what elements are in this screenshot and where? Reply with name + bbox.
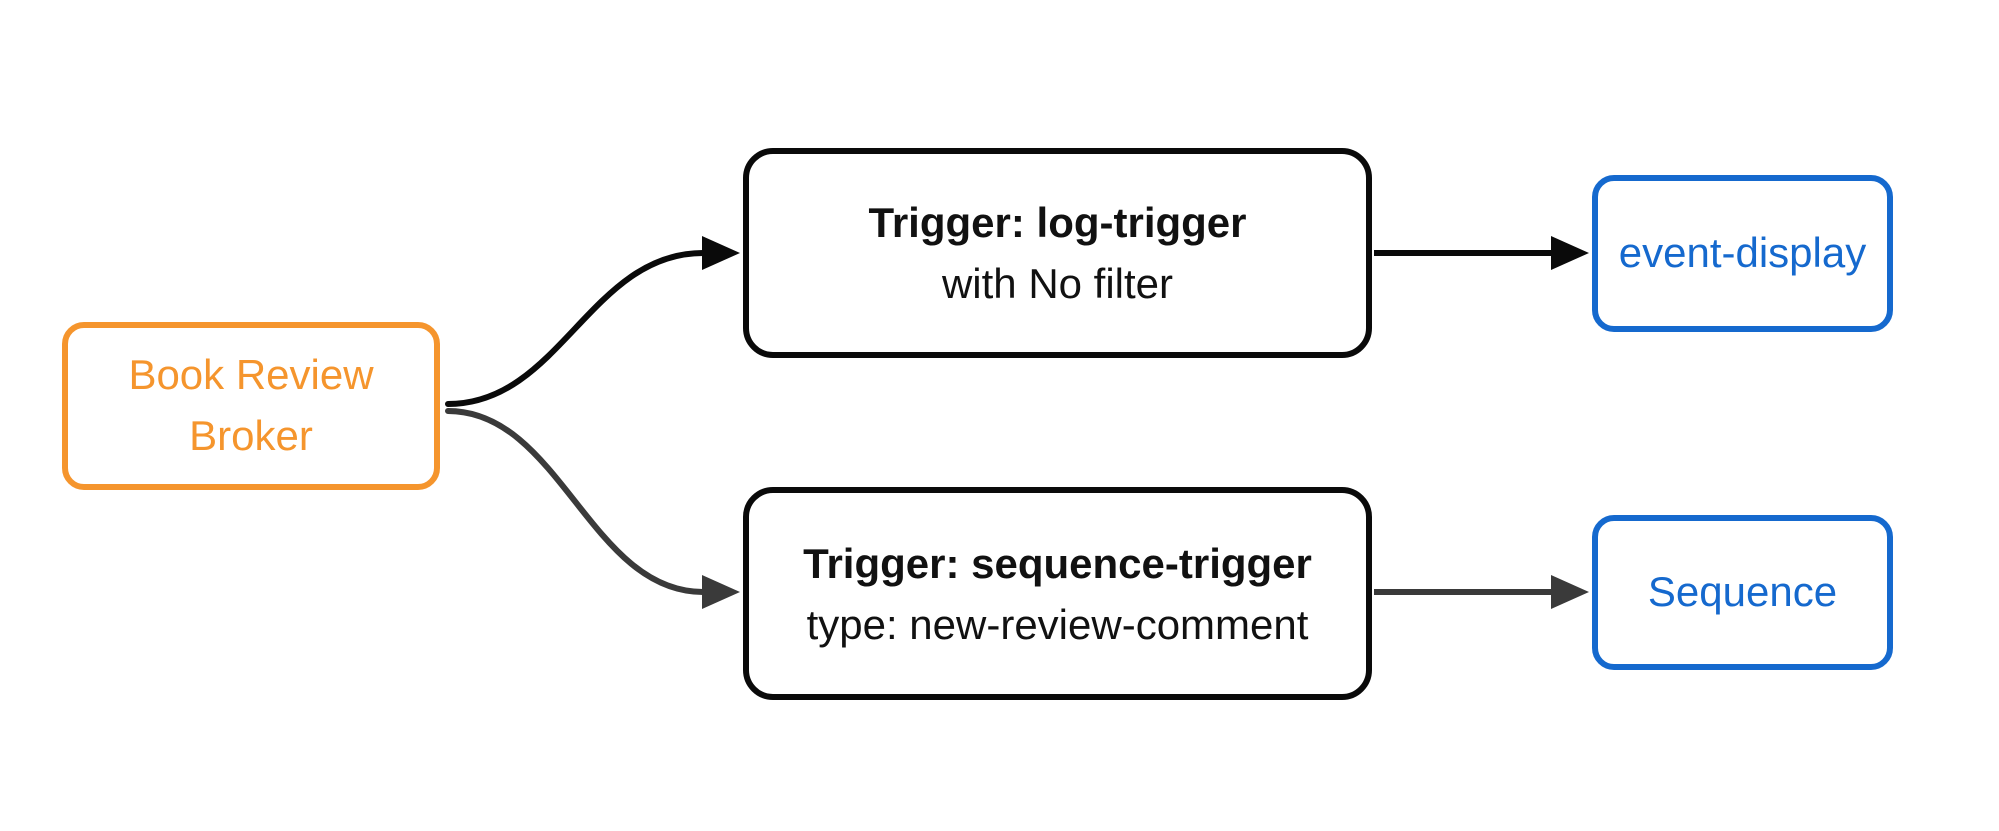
log-trigger-title: Trigger: log-trigger (868, 199, 1247, 246)
edge-broker-to-sequence-trigger (445, 408, 740, 609)
sequence-trigger-title: Trigger: sequence-trigger (803, 539, 1312, 587)
log-trigger-node: Trigger: log-trigger with No filter (743, 148, 1372, 358)
broker-node-label: Book Review Broker (128, 351, 374, 459)
event-display-label: event-display (1618, 229, 1867, 277)
edge-broker-to-log-trigger (445, 236, 740, 407)
sequence-trigger-subtitle: type: new-review-comment (806, 600, 1309, 648)
event-display-node: event-display (1592, 175, 1893, 332)
broker-node: Book Review Broker (62, 322, 440, 490)
sequence-label: Sequence (1647, 568, 1838, 616)
sequence-trigger-node: Trigger: sequence-trigger type: new-revi… (743, 487, 1372, 700)
sequence-node: Sequence (1592, 515, 1893, 670)
log-trigger-subtitle: with No filter (941, 260, 1174, 307)
